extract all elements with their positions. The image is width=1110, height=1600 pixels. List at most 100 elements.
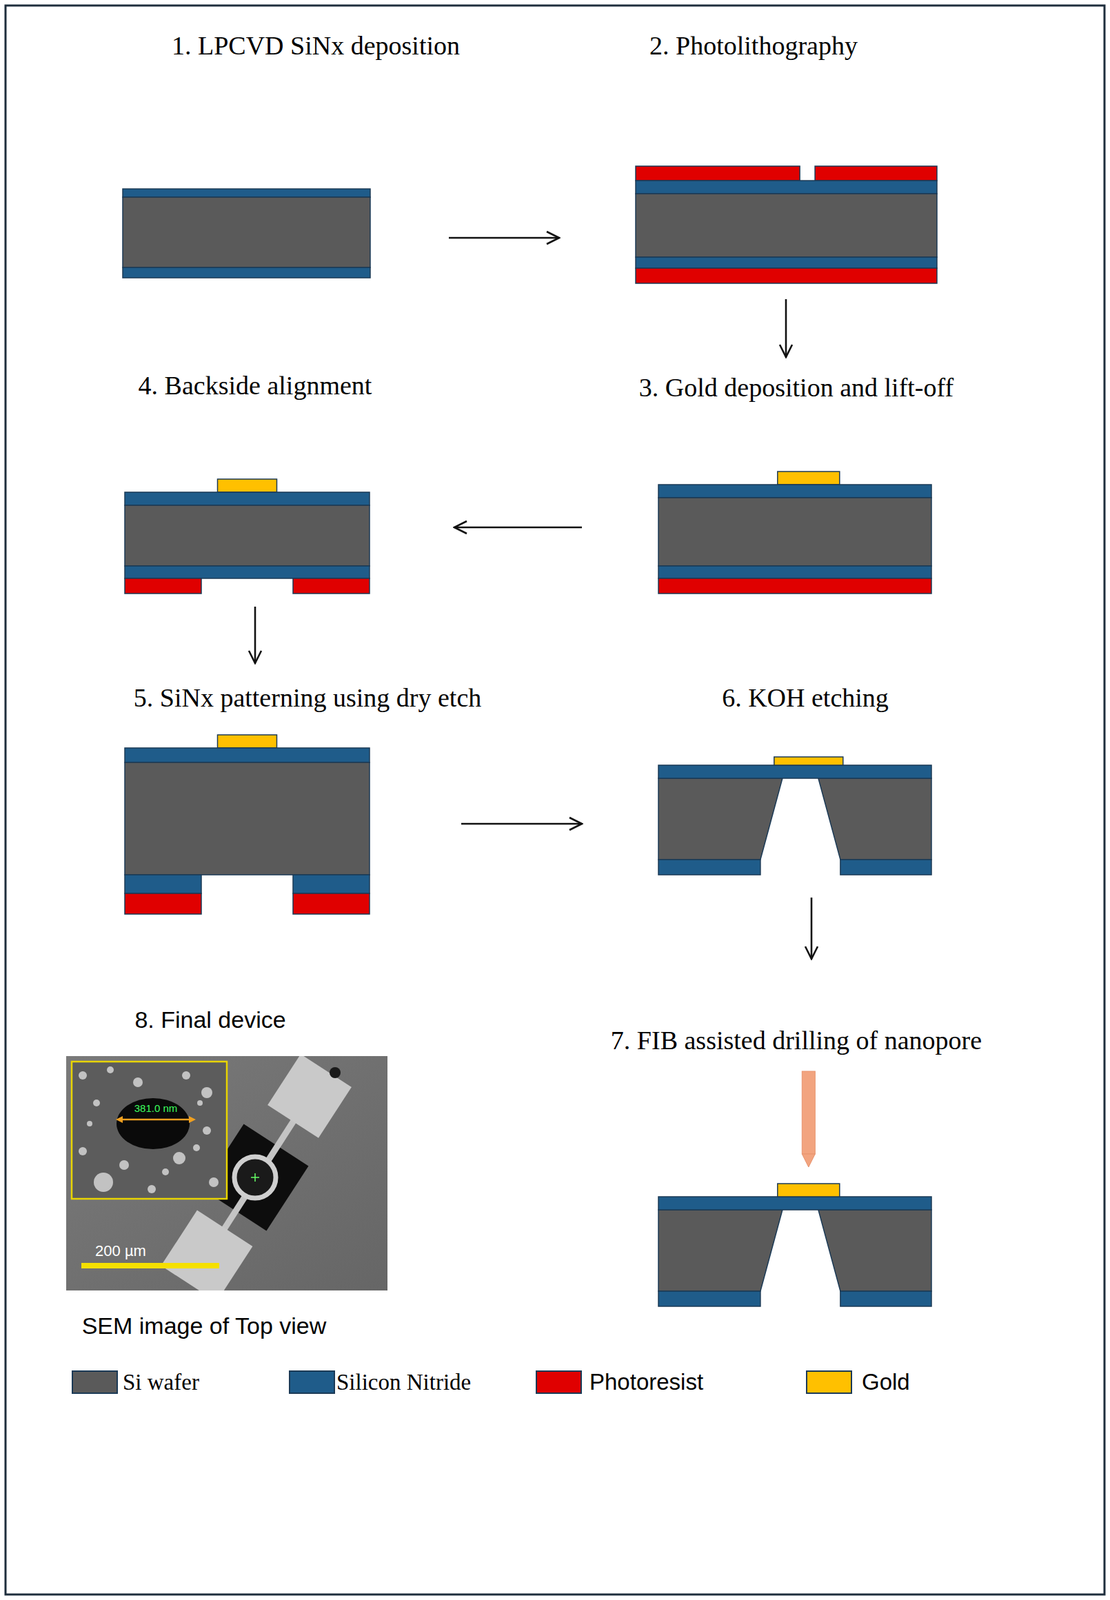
step-title: 3. Gold deposition and lift-off — [639, 373, 954, 403]
legend-label: Si wafer — [122, 1369, 200, 1395]
process-step: 3. Gold deposition and lift-off — [658, 471, 932, 594]
cross-section — [658, 1183, 932, 1307]
nitride-membrane — [658, 1196, 932, 1210]
process-step: 1. LPCVD SiNx deposition — [122, 188, 371, 278]
silicon-wafer — [818, 1209, 932, 1292]
dust-particle — [329, 1067, 341, 1079]
gold-electrode — [774, 757, 844, 766]
step-title: 4. Backside alignment — [138, 371, 373, 401]
nitride-layer — [658, 566, 932, 579]
step-title: 1. LPCVD SiNx deposition — [171, 31, 460, 61]
cross-section — [124, 734, 370, 915]
step-title: 6. KOH etching — [721, 683, 889, 713]
process-arrow — [448, 237, 560, 240]
legend-label: Silicon Nitride — [336, 1369, 471, 1395]
legend-label: Photoresist — [589, 1369, 704, 1395]
dimension-arrow — [118, 1118, 194, 1122]
nitride-layer — [635, 257, 937, 269]
silicon-wafer — [124, 505, 370, 567]
legend-swatch — [71, 1370, 118, 1395]
image-caption: SEM image of Top view — [82, 1313, 327, 1339]
process-step: 7. FIB assisted drilling of nanopore — [658, 1183, 932, 1307]
inset-frame — [71, 1061, 227, 1199]
gold-electrode — [217, 479, 278, 493]
gold-grain — [201, 1087, 213, 1099]
scale-bar — [81, 1263, 220, 1269]
cross-section — [658, 471, 932, 594]
step-title: 8. Final device — [134, 1007, 286, 1033]
gold-grain — [78, 1147, 87, 1156]
nitride-membrane — [658, 765, 932, 779]
gold-grain — [78, 1071, 87, 1080]
process-step: 4. Backside alignment — [124, 479, 370, 594]
cross-section — [122, 188, 371, 278]
cross-section — [658, 757, 932, 875]
gold-grain — [93, 1099, 100, 1107]
gold-grain — [202, 1126, 211, 1135]
gold-grain — [147, 1185, 156, 1194]
dimension-label: 381.0 nm — [134, 1103, 178, 1115]
process-step: 5. SiNx patterning using dry etch — [124, 734, 370, 915]
nitride-layer — [635, 180, 937, 194]
nitride-layer — [658, 859, 761, 875]
nitride-layer — [124, 492, 370, 506]
gold-electrode — [777, 1183, 840, 1197]
photoresist-layer — [293, 893, 370, 915]
process-arrow — [454, 526, 582, 529]
nitride-layer — [658, 484, 932, 498]
photoresist-layer — [293, 578, 370, 594]
photoresist-layer — [124, 893, 202, 915]
nitride-layer — [124, 566, 370, 579]
photoresist-layer — [124, 578, 202, 594]
ion-beam-body — [801, 1071, 815, 1155]
dimension-arrow-head — [188, 1116, 196, 1124]
photoresist-layer — [635, 268, 937, 284]
gold-grain — [86, 1121, 93, 1127]
process-arrow — [810, 897, 813, 960]
dimension-arrow-head — [115, 1116, 123, 1124]
process-step: 6. KOH etching — [658, 757, 932, 875]
step-title: 5. SiNx patterning using dry etch — [133, 683, 482, 713]
center-cross — [254, 1173, 256, 1182]
nitride-layer — [122, 188, 371, 198]
legend-swatch — [288, 1370, 336, 1395]
figure-frame — [5, 5, 1105, 1595]
silicon-wafer — [635, 193, 937, 258]
process-step: 2. Photolithography — [635, 166, 937, 284]
contact-pad — [267, 1056, 352, 1139]
process-arrow — [254, 606, 257, 664]
cross-section — [635, 166, 937, 284]
scale-bar-label: 200 µm — [95, 1243, 147, 1260]
nitride-layer — [124, 748, 370, 763]
contact-pad — [161, 1210, 254, 1291]
silicon-wafer — [658, 1209, 783, 1292]
gold-grain — [208, 1177, 219, 1188]
nitride-layer — [658, 1291, 761, 1307]
silicon-wafer — [818, 778, 932, 860]
silicon-wafer — [658, 778, 783, 860]
step-title: 2. Photolithography — [649, 31, 858, 61]
nitride-layer — [293, 874, 370, 894]
ring-electrode — [234, 1156, 276, 1199]
legend-swatch — [805, 1370, 853, 1395]
silicon-wafer — [658, 497, 932, 567]
ion-beam — [801, 1071, 815, 1168]
gold-grain — [182, 1071, 191, 1080]
sem-image — [66, 1056, 388, 1291]
silicon-wafer — [124, 762, 370, 875]
cross-section — [124, 479, 370, 594]
gold-grain — [93, 1172, 114, 1193]
nitride-layer — [122, 267, 371, 278]
gold-grain — [106, 1066, 114, 1074]
gold-grain — [193, 1144, 200, 1152]
photoresist-layer — [814, 166, 937, 181]
process-arrow — [785, 299, 788, 358]
step-title: 7. FIB assisted drilling of nanopore — [610, 1026, 982, 1056]
gold-electrode — [777, 471, 840, 485]
nanopore — [116, 1098, 190, 1150]
silicon-wafer — [122, 197, 371, 268]
gold-grain — [197, 1100, 203, 1106]
nitride-layer — [124, 874, 202, 894]
